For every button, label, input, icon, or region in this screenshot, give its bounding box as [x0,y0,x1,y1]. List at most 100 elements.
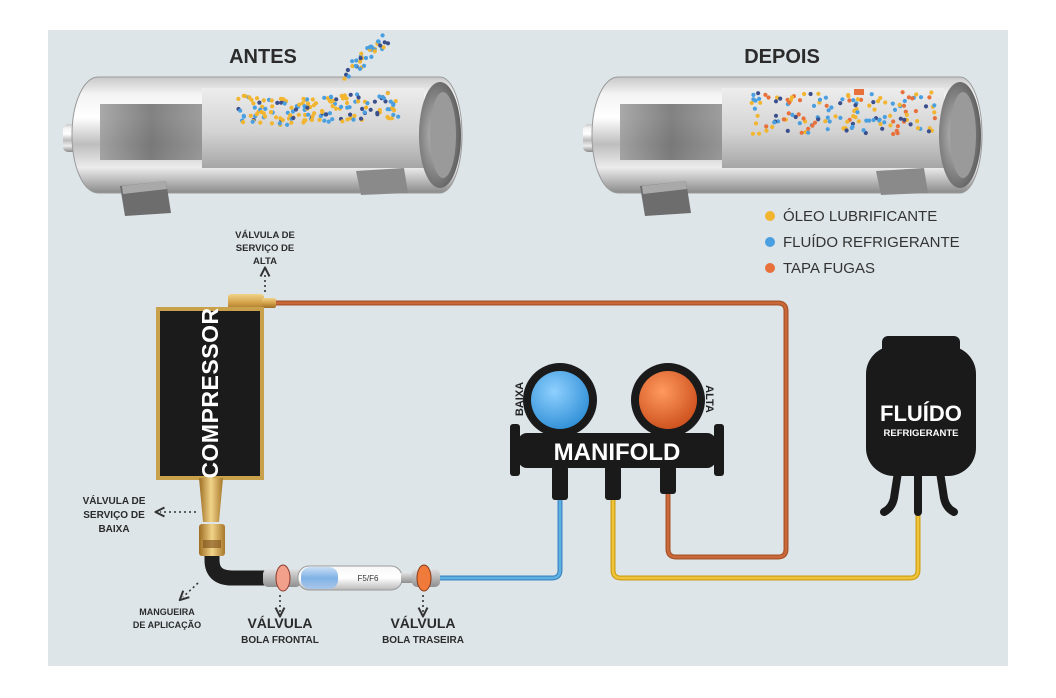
particle [908,122,913,127]
particle [277,121,282,126]
particle [753,121,759,126]
particle [816,117,821,122]
particle [330,117,335,122]
tank-end-inner [430,92,456,178]
particle [393,99,398,104]
particle [825,127,830,132]
particle [376,39,381,44]
front-ball-valve[interactable] [263,564,301,592]
particle [348,92,353,97]
particle [345,67,350,73]
particle [372,99,377,104]
particle [385,114,390,120]
legend: ÓLEO LUBRIFICANTE FLUÍDO REFRIGERANTE TA… [765,208,960,277]
particle [811,103,817,108]
particle [258,120,263,125]
particle [895,131,900,136]
particle [817,97,823,102]
particle [345,117,350,122]
particle [322,95,327,100]
particle [278,96,283,101]
particle [241,114,246,119]
tank-reflection [620,104,722,160]
particle [897,102,902,107]
particle [340,119,345,124]
legend-label-leak-sealer: TAPA FUGAS [783,260,875,277]
particle [927,95,932,100]
particle [238,108,243,113]
particle [347,105,352,110]
filter-label: F5/F6 [358,574,379,583]
particle [781,117,787,122]
manifold-port-high[interactable] [660,466,676,494]
manifold-port-refrigerant[interactable] [605,466,621,500]
tank-foot-left-top [122,181,167,194]
particle [888,113,893,118]
particle [290,109,296,114]
particle [853,103,858,108]
tank-foot-left-top [642,181,687,194]
particle [812,120,818,125]
particle [289,105,294,110]
label-line: SERVIÇO DE [236,243,294,254]
particle [878,95,883,101]
particle [750,131,756,136]
particle [752,106,758,111]
particle [856,119,861,124]
particle [801,116,806,121]
particle [319,108,325,114]
particle [904,112,909,117]
particle [358,56,363,61]
tank-label: FLUÍDO [880,401,962,426]
particle [369,54,374,60]
gauge-high-label: ALTA [703,385,715,413]
particle [328,94,334,99]
particle [890,101,895,106]
title-before: ANTES [229,46,297,68]
particle [312,111,317,116]
particle [755,113,760,118]
pipe-refrigerant [610,500,921,581]
particle [305,101,311,106]
particle [816,91,821,96]
filter-blue-section [301,567,338,589]
particle [396,114,401,119]
particle [802,91,807,97]
particle [790,112,795,117]
particle [773,113,779,118]
particle [906,95,912,100]
particle [257,100,262,105]
particle [275,100,280,105]
service-valve-high[interactable] [262,298,276,308]
leak-sealer-patch [854,89,864,95]
particle [358,59,363,64]
valve-ball [275,564,291,592]
particle [872,107,877,112]
tank-body [866,346,976,476]
legend-dot-oil [765,211,775,221]
particle [289,120,294,125]
manifold-port-low[interactable] [552,466,568,500]
particle [385,91,390,96]
compressor-low-fitting [199,478,223,522]
particle [846,93,851,98]
particle [913,109,919,114]
particle [864,118,869,123]
rear-ball-valve[interactable] [412,564,440,592]
application-hose [199,524,266,586]
particle [342,76,347,81]
particle [356,99,361,104]
particle [871,100,876,105]
particles-before [236,33,401,127]
particle [823,95,829,100]
particle [313,101,319,106]
particle [310,114,315,119]
particle [391,101,396,106]
particle [915,126,921,131]
particle [363,55,369,61]
particle [305,97,310,102]
service-valve-high-label: VÁLVULA DE SERVIÇO DE ALTA [235,230,295,267]
particle [869,92,874,97]
particle [381,45,386,50]
particle [236,96,241,101]
